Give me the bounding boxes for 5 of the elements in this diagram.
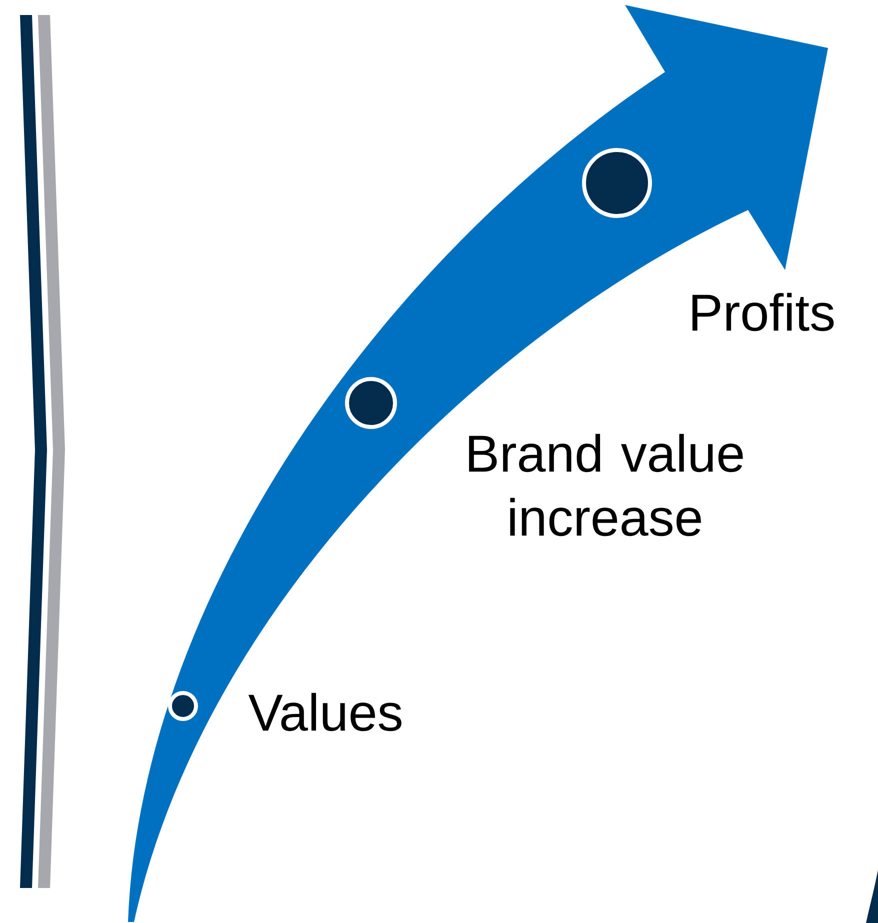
milestone-label: Brand value increase — [469, 434, 743, 536]
milestone-dot — [582, 148, 652, 218]
milestone-label: Profits — [692, 292, 834, 332]
milestone-dot — [168, 691, 198, 721]
milestone-label: Values — [248, 692, 402, 732]
